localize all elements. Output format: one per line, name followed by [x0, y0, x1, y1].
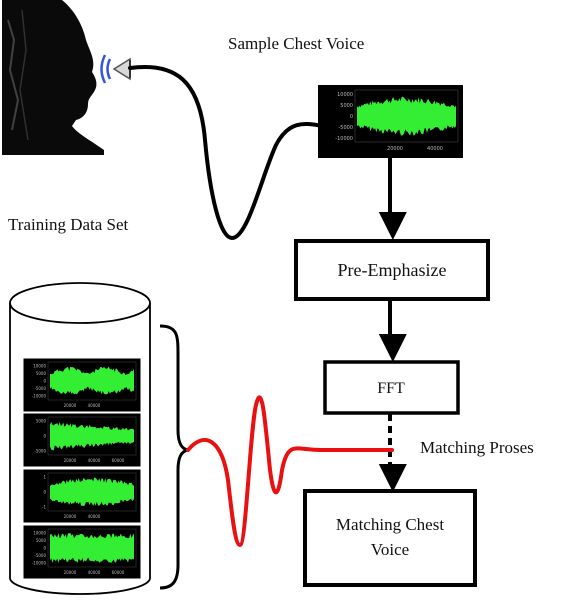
x-tick-label: 40000 — [88, 458, 101, 463]
matching-chest-voice-label-line1: Matching Chest — [336, 515, 444, 534]
waveform-plot-frame — [47, 528, 137, 568]
y-tick-label: 5000 — [340, 103, 353, 109]
x-tick-label: 60000 — [112, 458, 125, 463]
sound-wave-icon — [100, 54, 112, 84]
x-tick-label: 40000 — [88, 514, 101, 519]
y-tick-label: -10000 — [335, 136, 353, 142]
y-tick-label: 0 — [350, 114, 353, 120]
microphone-cable — [128, 65, 325, 241]
fft-label: FFT — [377, 380, 405, 397]
y-tick-label: 5000 — [36, 538, 47, 543]
waveform-signal-fill — [50, 422, 134, 451]
waveform-plot-frame — [47, 472, 137, 512]
x-tick-label: 20000 — [64, 403, 77, 408]
x-tick-label: 60000 — [112, 570, 125, 575]
y-tick-label: -5000 — [34, 386, 46, 391]
y-tick-label: -5000 — [34, 449, 46, 454]
pre-emphasize-box — [294, 239, 490, 301]
y-tick-label: 0 — [43, 490, 46, 495]
sample-waveform-signal — [357, 96, 456, 136]
y-tick-label: 5000 — [36, 419, 47, 424]
y-tick-label: -10000 — [32, 394, 47, 399]
training-waveform-2: 5000 0 -5000 20000 40000 60000 — [23, 413, 141, 467]
training-waveform-list: 10000 5000 0 -5000 -10000 20000 40000 5000 0 -500… — [23, 358, 141, 579]
database-curly-brace — [159, 324, 189, 590]
sample-waveform-x-ticks: 20000 40000 — [387, 146, 443, 152]
red-signal-waveform — [186, 395, 394, 547]
x-tick-label: 40000 — [88, 403, 101, 408]
y-tick-label: 10000 — [33, 531, 46, 536]
y-tick-label: -5000 — [338, 125, 353, 131]
y-tick-label: 1 — [43, 475, 46, 480]
x-tick-label: 40000 — [427, 146, 443, 152]
x-tick-label: 40000 — [88, 570, 101, 575]
waveform-plot-frame — [47, 361, 137, 401]
training-data-set-label: Training Data Set — [8, 215, 129, 234]
y-tick-label: 5000 — [36, 371, 47, 376]
y-tick-label: 10000 — [337, 92, 353, 98]
y-tick-label: 10000 — [33, 364, 46, 369]
matching-chest-voice-label-line2: Voice — [371, 540, 409, 559]
x-tick-label: 20000 — [64, 514, 77, 519]
waveform-signal-fill — [50, 477, 134, 507]
training-waveform-4: 10000 5000 0 -5000 -10000 20000 40000 60000 — [23, 525, 141, 579]
waveform-signal-fill — [357, 96, 456, 136]
y-tick-label: 0 — [43, 379, 46, 384]
y-tick-label: -1 — [42, 505, 46, 510]
sample-chest-voice-label: Sample Chest Voice — [228, 34, 364, 53]
training-waveform-1: 10000 5000 0 -5000 -10000 20000 40000 — [23, 358, 141, 412]
waveform-signal-fill — [50, 366, 134, 395]
x-tick-label: 20000 — [64, 570, 77, 575]
fft-box — [323, 360, 460, 415]
microphone-icon — [112, 57, 131, 81]
person-silhouette-image — [2, 0, 110, 155]
y-tick-label: -5000 — [34, 553, 46, 558]
y-tick-label: 0 — [43, 546, 46, 551]
y-tick-label: -10000 — [32, 561, 47, 566]
matching-chest-voice-box — [303, 489, 477, 587]
matching-proses-label: Matching Proses — [420, 438, 534, 457]
training-waveform-3: 1 0 -1 20000 40000 — [23, 469, 141, 523]
y-tick-label: 0 — [43, 434, 46, 439]
waveform-signal-fill — [50, 533, 134, 563]
x-tick-label: 20000 — [64, 458, 77, 463]
sample-waveform-y-ticks: 10000 5000 0 -5000 -10000 — [335, 92, 353, 142]
sample-waveform-plot: 10000 5000 0 -5000 -10000 20000 40000 — [318, 85, 463, 158]
waveform-plot-frame — [47, 416, 137, 456]
x-tick-label: 20000 — [387, 146, 403, 152]
pre-emphasize-label: Pre-Emphasize — [338, 260, 447, 280]
